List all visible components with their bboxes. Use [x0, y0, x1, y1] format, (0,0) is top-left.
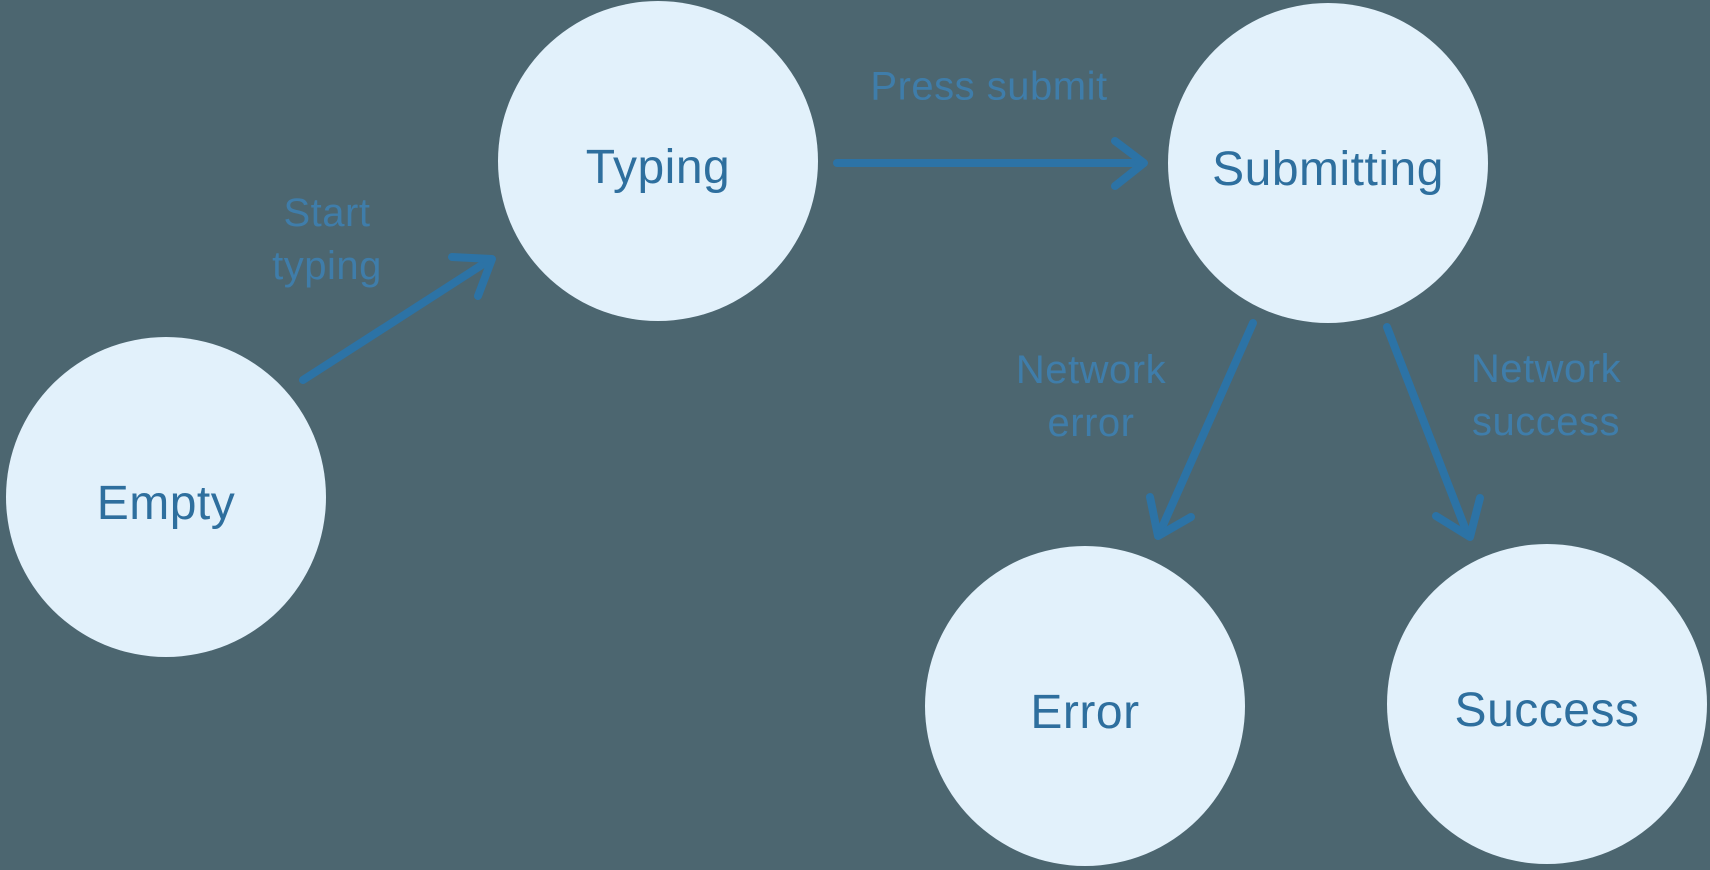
edge-label-line: error — [1047, 401, 1135, 445]
arrowhead-submitting-to-error-icon — [1146, 493, 1195, 540]
state-node-label: Submitting — [1212, 142, 1444, 196]
state-node-label: Typing — [585, 140, 731, 194]
state-node-success: Success — [1387, 544, 1707, 864]
edge-label-line: success — [1471, 400, 1620, 444]
edge-label-network-success: Network success — [1471, 343, 1621, 449]
edge-label-press-submit: Press submit — [870, 61, 1107, 114]
state-node-typing: Typing — [498, 1, 818, 321]
state-node-empty: Empty — [6, 337, 326, 657]
state-node-error: Error — [925, 546, 1245, 866]
edge-submitting-to-success — [1383, 323, 1471, 537]
state-node-label: Empty — [96, 476, 236, 530]
edge-label-line: Network — [1015, 348, 1167, 392]
arrowhead-empty-to-typing-icon — [448, 253, 496, 300]
edge-label-line: Start — [283, 191, 371, 235]
edge-label-network-error: Network error — [1016, 344, 1166, 450]
state-node-submitting: Submitting — [1168, 3, 1488, 323]
arrowhead-typing-to-submitting-icon — [1111, 137, 1148, 190]
edge-empty-to-typing — [299, 257, 492, 384]
state-node-label: Success — [1454, 683, 1640, 737]
edge-submitting-to-error — [1156, 319, 1257, 536]
arrowhead-submitting-to-success-icon — [1432, 494, 1484, 541]
state-node-label: Error — [1030, 685, 1140, 739]
edge-label-start-typing: Start typing — [272, 187, 382, 293]
edge-label-line: Press submit — [870, 64, 1108, 109]
edge-label-line: typing — [272, 244, 382, 288]
edge-label-line: Network — [1470, 347, 1622, 391]
